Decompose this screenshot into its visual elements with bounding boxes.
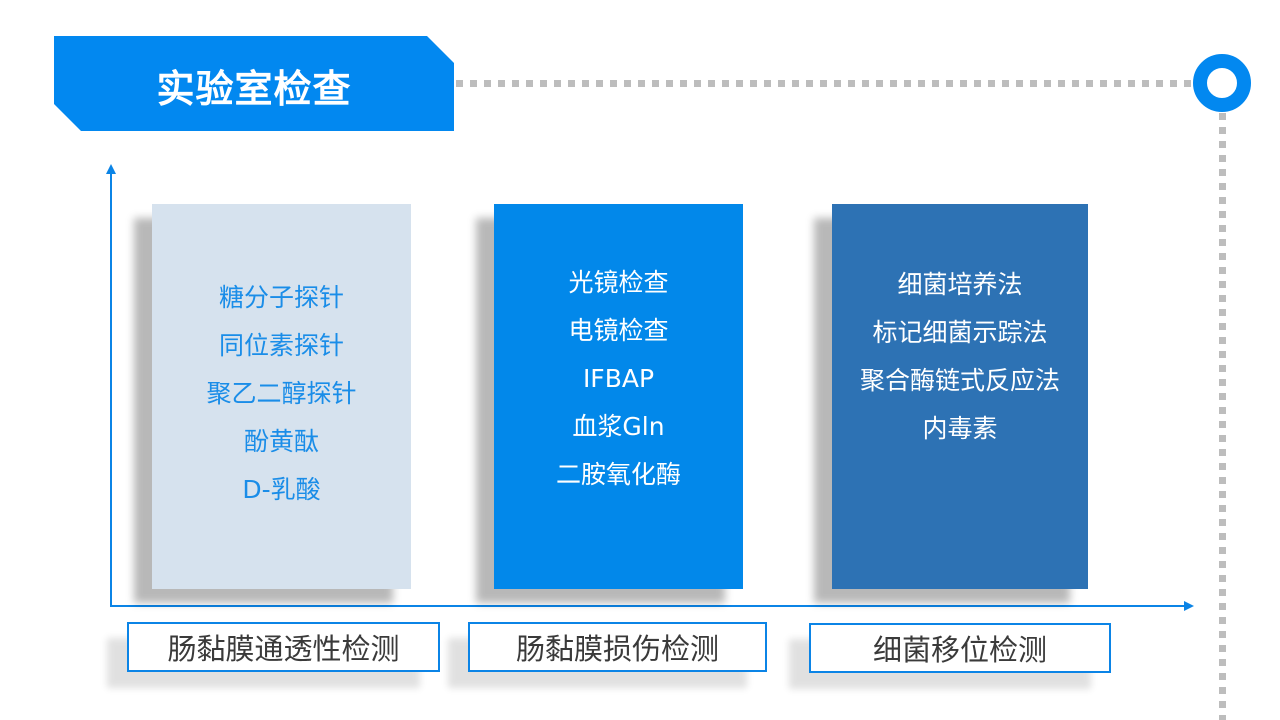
list-item: 光镜检查 — [568, 267, 669, 297]
y-axis — [110, 172, 112, 607]
list-item: 内毒素 — [922, 413, 998, 443]
list-item: D-乳酸 — [242, 474, 321, 504]
list-item: 同位素探针 — [218, 330, 344, 360]
category-label-permeability: 肠黏膜通透性检测 — [127, 622, 440, 672]
ring-icon — [1193, 54, 1251, 112]
dotted-line-vertical — [1219, 113, 1226, 720]
list-item: 标记细菌示踪法 — [872, 317, 1048, 347]
title-banner: 实验室检查 — [54, 36, 454, 131]
y-axis-arrow-icon — [106, 164, 116, 174]
card-injury: 光镜检查 电镜检查 IFBAP 血浆Gln 二胺氧化酶 — [494, 204, 743, 589]
list-item: 血浆Gln — [572, 411, 665, 441]
category-label-translocation: 细菌移位检测 — [809, 623, 1111, 673]
list-item: 细菌培养法 — [897, 269, 1023, 299]
list-item: 聚乙二醇探针 — [206, 378, 357, 408]
card-bacterial-translocation: 细菌培养法 标记细菌示踪法 聚合酶链式反应法 内毒素 — [832, 204, 1088, 589]
list-item: IFBAP — [582, 363, 655, 393]
x-axis-arrow-icon — [1184, 601, 1194, 611]
dotted-line-horizontal — [456, 80, 1194, 87]
card-permeability: 糖分子探针 同位素探针 聚乙二醇探针 酚黄酞 D-乳酸 — [152, 204, 411, 589]
list-item: 酚黄酞 — [243, 426, 319, 456]
list-item: 电镜检查 — [568, 315, 669, 345]
page-title: 实验室检查 — [156, 67, 352, 111]
category-label-injury: 肠黏膜损伤检测 — [468, 622, 767, 672]
list-item: 糖分子探针 — [218, 282, 344, 312]
x-axis — [110, 605, 1186, 607]
list-item: 聚合酶链式反应法 — [859, 365, 1060, 395]
list-item: 二胺氧化酶 — [555, 459, 681, 489]
